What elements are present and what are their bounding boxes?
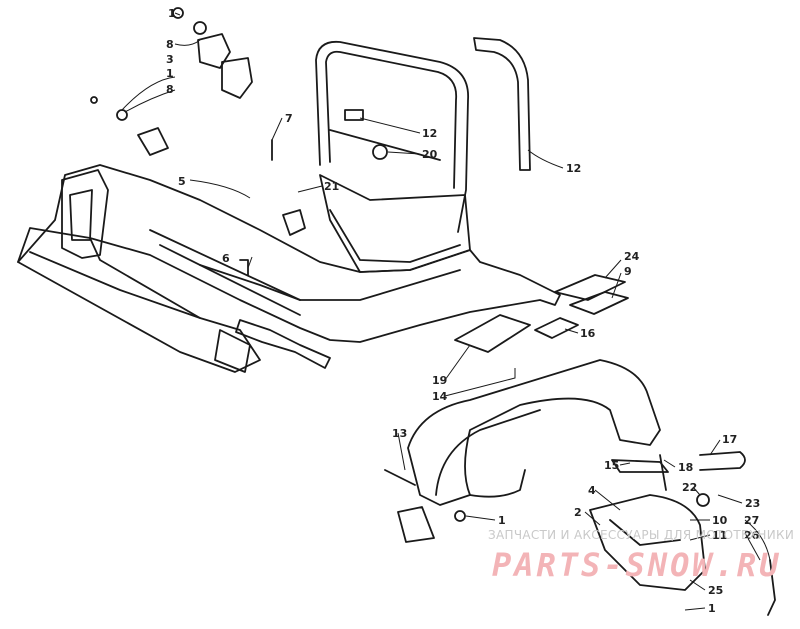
- callout-12-upper: 12: [422, 127, 437, 140]
- callout-15: 15: [604, 459, 619, 472]
- callout-1-top: 1: [168, 7, 176, 20]
- console-plate: [319, 174, 471, 273]
- callout-8-top: 8: [166, 38, 174, 51]
- callout-14: 14: [432, 390, 448, 403]
- callout-20: 20: [422, 148, 438, 161]
- callout-26: 26: [744, 529, 760, 542]
- callout-9: 9: [624, 265, 632, 278]
- engine-mount-upper: [197, 33, 231, 69]
- callout-27: 27: [744, 514, 759, 527]
- block-2: [397, 506, 435, 543]
- bar-26: [767, 559, 776, 616]
- guard-10: [589, 494, 706, 591]
- front-bumper: [235, 319, 331, 369]
- watermark-caption: ЗАПЧАСТИ И АКСЕССУАРЫ ДЛЯ МОТОТЕХНИКИ: [488, 528, 795, 542]
- bracket-15: [611, 459, 669, 473]
- callout-21: 21: [324, 180, 339, 193]
- callout-25: 25: [708, 584, 723, 597]
- callout-23: 23: [745, 497, 760, 510]
- decal-16: [534, 317, 579, 339]
- callout-19: 19: [432, 374, 447, 387]
- callout-16: 16: [580, 327, 596, 340]
- engine-mount-lower: [221, 57, 253, 99]
- callout-24: 24: [624, 250, 640, 263]
- callout-2: 2: [574, 506, 582, 519]
- belly-pan: [407, 359, 661, 506]
- callout-22: 22: [682, 481, 697, 494]
- callout-13: 13: [392, 427, 407, 440]
- side-rail: [473, 37, 531, 171]
- decal-9: [569, 291, 629, 315]
- callout-6: 6: [222, 252, 230, 265]
- watermark-logo: PARTS-SNOW.RU: [492, 546, 782, 584]
- callout-4: 4: [588, 484, 596, 497]
- callout-1-mid: 1: [166, 67, 174, 80]
- callout-11: 11: [712, 529, 727, 542]
- callout-18: 18: [678, 461, 693, 474]
- handle-17: [699, 451, 746, 471]
- callout-8-mid: 8: [166, 83, 174, 96]
- steering-hoop: [315, 40, 469, 233]
- callout-1-bottom: 1: [708, 602, 716, 615]
- decal-24: [554, 274, 626, 301]
- callout-1-lower: 1: [498, 514, 506, 527]
- callout-10: 10: [712, 514, 728, 527]
- callout-3: 3: [166, 53, 174, 66]
- front-bracket: [61, 169, 109, 259]
- chassis-frame: [17, 164, 561, 343]
- callout-17: 17: [722, 433, 737, 446]
- decal-19: [454, 314, 531, 353]
- callout-5: 5: [178, 175, 186, 188]
- callout-12-rail: 12: [566, 162, 581, 175]
- callout-7: 7: [285, 112, 293, 125]
